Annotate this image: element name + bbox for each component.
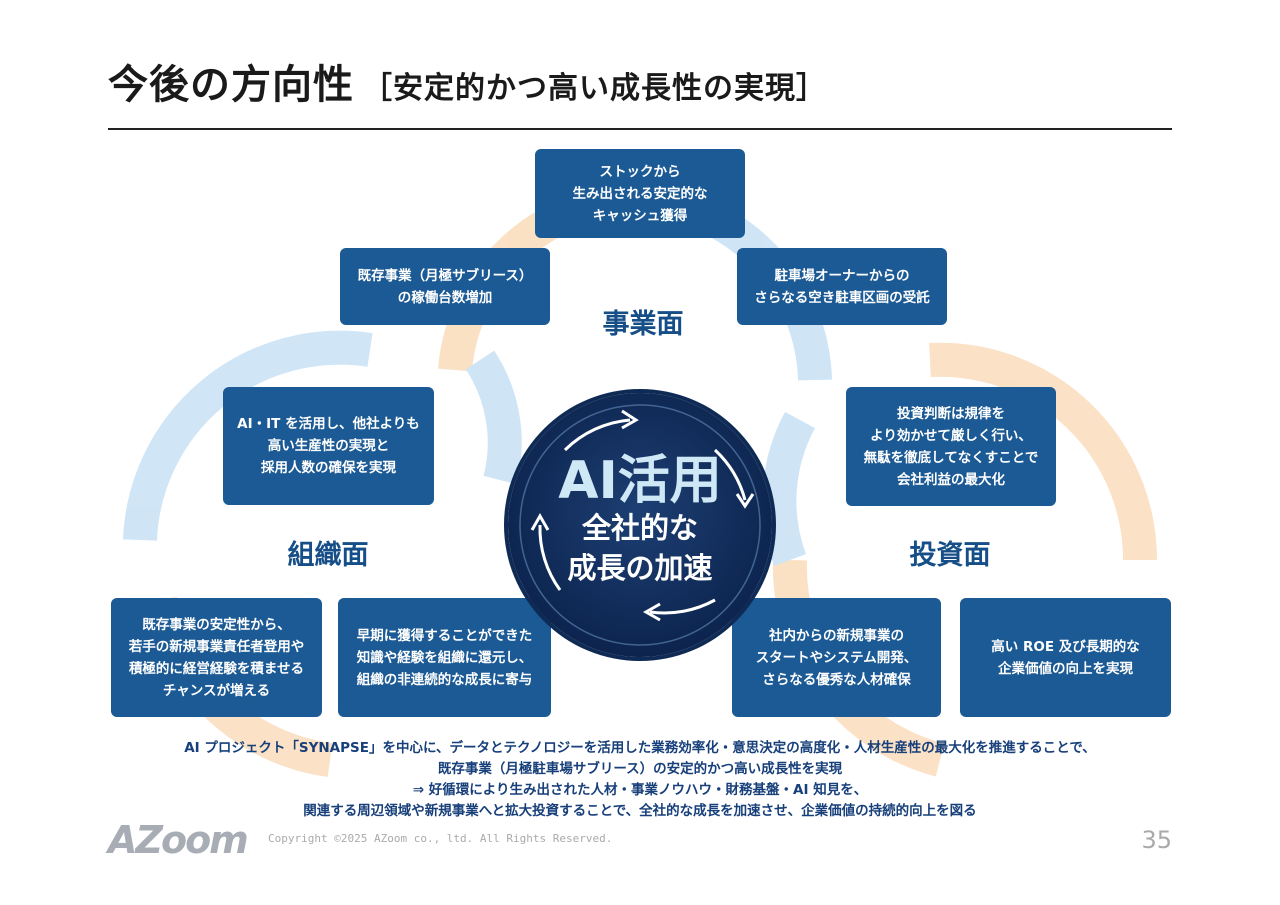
summary-text: AI プロジェクト「SYNAPSE」を中心に、データとテクノロジーを活用した業務… [0, 738, 1280, 822]
box-text: 社内からの新規事業の [769, 627, 904, 644]
center-circle [508, 393, 772, 657]
box-ai-productivity: AI・IT を活用し、他社よりも高い生産性の実現と採用人数の確保を実現 [223, 387, 434, 505]
title-divider [108, 128, 1172, 130]
box-investment-discipline: 投資判断は規律をより効かせて厳しく行い、無駄を徹底してなくすことで会社利益の最大… [846, 387, 1056, 506]
box-text: スタートやシステム開発、 [755, 649, 918, 666]
summary-line: AI プロジェクト「SYNAPSE」を中心に、データとテクノロジーを活用した業務… [184, 740, 1096, 756]
label-organization: 組織面 [287, 540, 369, 571]
box-text: 高い ROE 及び長期的な [991, 638, 1140, 655]
invest-arrow-peach [929, 342, 1158, 561]
label-business: 事業面 [602, 309, 684, 340]
box-text: 高い生産性の実現と [267, 438, 390, 454]
azoom-logo: AZoom [108, 818, 249, 862]
box-text: 投資判断は規律を [897, 405, 1005, 422]
center-title: AI活用 [558, 451, 722, 511]
box-text: 無駄を徹底してなくすことで [863, 449, 1039, 466]
box-text: 組織の非連続的な成長に寄与 [356, 671, 533, 688]
box-text: ストックから [599, 163, 681, 180]
box-young-leaders: 既存事業の安定性から、若手の新規事業責任者登用や積極的に経営経験を積ませるチャン… [111, 598, 322, 717]
center-line: 成長の加速 [567, 551, 713, 585]
title-subtitle: ［安定的かつ高い成長性の実現］ [362, 71, 827, 106]
box-new-business: 社内からの新規事業のスタートやシステム開発、さらなる優秀な人材確保 [732, 598, 941, 717]
box-text: AI・IT を活用し、他社よりも [237, 416, 420, 432]
center-subtitle: 全社的な成長の加速 [508, 508, 772, 588]
box-existing-business: 既存事業（月極サブリース） の稼働台数増加 [340, 248, 550, 325]
box-text: 採用人数の確保を実現 [261, 460, 396, 476]
summary-line: 関連する周辺領域や新規事業へと拡大投資することで、全社的な成長を加速させ、企業価… [303, 803, 977, 819]
title-main: 今後の方向性 [108, 62, 354, 108]
box-text: 既存事業（月極サブリース） [357, 267, 533, 284]
box-text: さらなる優秀な人材確保 [762, 671, 911, 688]
box-text: 若手の新規事業責任者登用や [128, 638, 305, 655]
box-text: 知識や経験を組織に還元し、 [356, 649, 533, 666]
box-text: の稼働台数増加 [397, 289, 493, 306]
box-owner-consignment: 駐車場オーナーからのさらなる空き駐車区画の受託 [737, 248, 947, 325]
center-line: 全社的な [581, 511, 698, 545]
box-text: 既存事業の安定性から、 [142, 616, 291, 633]
box-roe: 高い ROE 及び長期的な企業価値の向上を実現 [960, 598, 1171, 717]
page-title: 今後の方向性［安定的かつ高い成長性の実現］ [108, 52, 827, 110]
box-text: 企業価値の向上を実現 [998, 660, 1133, 677]
box-text: より効かせて厳しく行い、 [870, 427, 1032, 444]
org-arrow-peach [123, 330, 373, 541]
box-text: 生み出される安定的な [572, 185, 708, 202]
box-stock-cash: ストックから生み出される安定的なキャッシュ獲得 [535, 149, 745, 238]
box-text: 早期に獲得することができた [356, 627, 533, 644]
box-text: キャッシュ獲得 [592, 207, 688, 224]
box-knowledge-return: 早期に獲得することができた知識や経験を組織に還元し、組織の非連続的な成長に寄与 [338, 598, 551, 717]
summary-line: 既存事業（月極駐車場サブリース）の安定的かつ高い成長性を実現 [437, 761, 843, 777]
copyright: Copyright ©2025 AZoom co., ltd. All Righ… [268, 832, 613, 845]
box-text: 会社利益の最大化 [897, 471, 1005, 488]
summary-line: ⇒ 好循環により生み出された人材・事業ノウハウ・財務基盤・AI 知見を、 [412, 782, 868, 798]
box-text: 駐車場オーナーからの [774, 267, 910, 284]
box-text: 積極的に経営経験を積ませる [128, 660, 305, 677]
box-text: さらなる空き駐車区画の受託 [754, 289, 930, 306]
box-text: チャンスが増える [162, 682, 271, 699]
page-number: 35 [1141, 826, 1172, 854]
label-investment: 投資面 [909, 540, 991, 571]
